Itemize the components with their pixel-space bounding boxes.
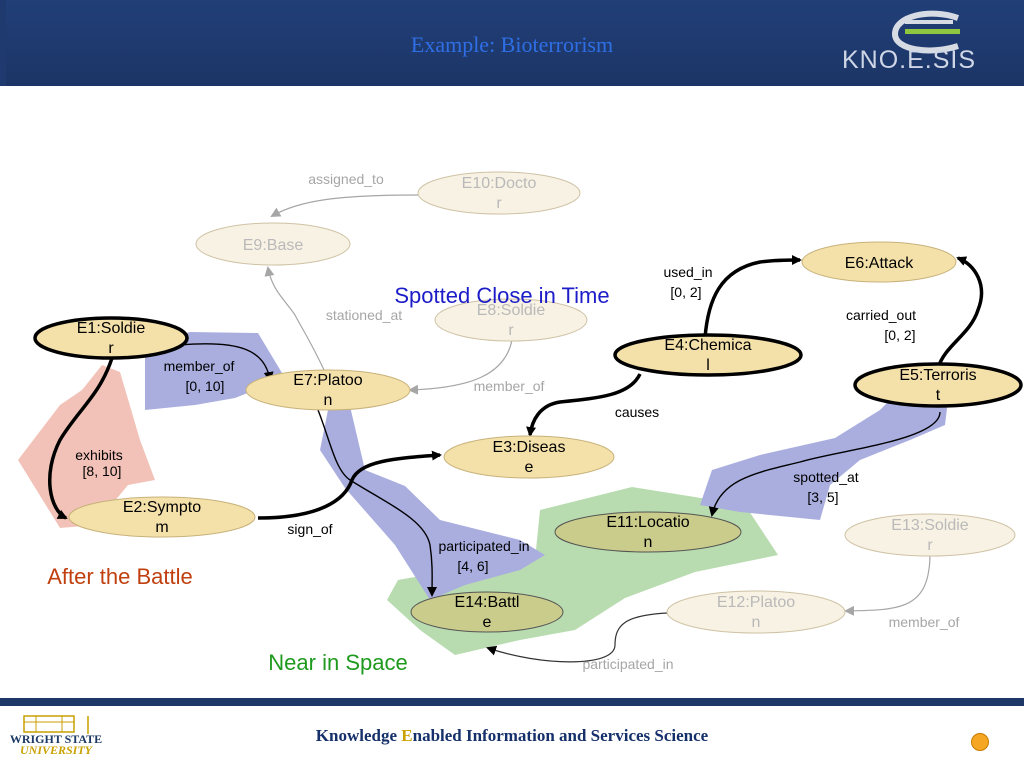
edge-label-exhibits-1: exhibits <box>75 447 122 463</box>
edge-label-stationed-at: stationed_at <box>326 307 402 323</box>
node-e3[interactable]: E3:Diseas e <box>443 435 615 479</box>
edge-member-of-e13 <box>844 552 931 616</box>
node-e14-label-1: E14:Battl <box>455 594 520 611</box>
node-e9[interactable]: E9:Base <box>195 222 351 266</box>
edge-label-used-in-1: used_in <box>663 264 712 280</box>
footer-bar <box>0 698 1024 706</box>
node-e1-label-2: r <box>108 340 114 357</box>
edge-label-sign-of: sign_of <box>287 521 332 537</box>
edge-label-carried-out-1: carried_out <box>846 307 916 323</box>
node-e9-label: E9:Base <box>243 237 304 254</box>
node-e10-label-2: r <box>496 195 502 212</box>
node-e12[interactable]: E12:Platoo n <box>666 590 846 634</box>
node-e5-label-2: t <box>936 387 941 404</box>
edge-label-participated-in-1: participated_in <box>438 538 529 554</box>
node-e14-label-2: e <box>483 614 492 631</box>
node-e12-label-1: E12:Platoo <box>717 594 795 611</box>
node-e10-label-1: E10:Docto <box>462 175 537 192</box>
node-e4-label-1: E4:Chemica <box>664 337 751 354</box>
edge-causes <box>526 373 642 437</box>
edge-label-carried-out-2: [0, 2] <box>884 327 915 343</box>
wright-state-logo: WRIGHT STATE UNIVERSITY <box>6 732 106 757</box>
node-e6-label: E6:Attack <box>845 255 914 272</box>
edge-used-in <box>703 255 802 339</box>
edge-label-member-of-e1-2: [0, 10] <box>186 378 225 394</box>
slide-indicator-dot[interactable] <box>971 733 989 751</box>
edge-label-spotted-at-2: [3, 5] <box>807 489 838 505</box>
node-e3-label-1: E3:Diseas <box>493 439 566 456</box>
edge-participated-in <box>317 409 438 597</box>
slide-title: Example: Bioterrorism <box>410 32 614 57</box>
node-e5[interactable]: E5:Terroris t <box>853 362 1023 408</box>
edge-label-member-of-e8: member_of <box>474 378 545 394</box>
region-label-space: Near in Space <box>268 650 407 675</box>
edge-label-spotted-at-1: spotted_at <box>793 469 858 485</box>
edge-member-of-e8 <box>408 339 513 395</box>
footer-tagline-post: nabled Information and Services Science <box>412 726 709 745</box>
footer-tagline-pre: Knowledge <box>315 726 402 745</box>
edge-exhibits <box>47 357 114 520</box>
edge-label-participated-in-2: [4, 6] <box>457 558 488 574</box>
node-e4[interactable]: E4:Chemica l <box>613 333 803 377</box>
edge-label-member-of-e1-1: member_of <box>164 358 235 374</box>
node-e2-label-1: E2:Sympto <box>123 499 201 516</box>
region-label-battle: After the Battle <box>47 564 193 589</box>
edge-label-participated-in-e12: participated_in <box>582 656 673 672</box>
region-label-time: Spotted Close in Time <box>394 283 609 308</box>
edge-assigned-to <box>270 194 419 217</box>
kno-e-sis-logo-text: KNO.E.SIS <box>842 46 977 74</box>
edge-spotted-at <box>708 411 941 517</box>
edge-label-causes: causes <box>615 404 659 420</box>
edge-label-exhibits-2: [8, 10] <box>83 463 122 479</box>
edge-participated-in-e12 <box>486 612 669 663</box>
edge-stationed-at <box>264 266 326 373</box>
node-e14[interactable]: E14:Battl e <box>410 591 564 633</box>
node-e10[interactable]: E10:Docto r <box>417 171 581 215</box>
node-e11[interactable]: E11:Locatio n <box>554 511 742 553</box>
node-e2[interactable]: E2:Sympto m <box>68 496 256 538</box>
edge-sign-of <box>257 450 442 520</box>
edge-carried-out <box>936 256 984 369</box>
node-e2-label-2: m <box>155 519 168 536</box>
edge-label-assigned-to: assigned_to <box>308 171 384 187</box>
node-e3-label-2: e <box>525 459 534 476</box>
kno-e-sis-logo-icon <box>891 10 960 54</box>
edge-label-used-in-2: [0, 2] <box>670 284 701 300</box>
wright-state-line2: UNIVERSITY <box>19 743 93 757</box>
node-e7-label-2: n <box>324 392 333 409</box>
node-e11-label-2: n <box>644 534 653 551</box>
node-e5-label-1: E5:Terroris <box>899 367 976 384</box>
node-e4-label-2: l <box>706 357 710 374</box>
node-e1[interactable]: E1:Soldie r <box>33 316 189 360</box>
wright-state-logo-icon <box>23 715 89 734</box>
region-time-shape-right <box>700 380 948 520</box>
footer-tagline: Knowledge Enabled Information and Servic… <box>0 726 1024 746</box>
footer-tagline-accent: E <box>401 726 413 745</box>
node-e1-label-1: E1:Soldie <box>77 320 146 337</box>
node-e8-label-1: E8:Soldie <box>477 302 546 319</box>
node-e13-label-1: E13:Soldie <box>891 517 968 534</box>
region-battle-shape <box>18 365 155 528</box>
node-e8-label-2: r <box>508 322 514 339</box>
region-time-shape-battle <box>320 385 545 600</box>
header-inner <box>6 0 1024 86</box>
node-e13-label-2: r <box>927 537 933 554</box>
node-e13[interactable]: E13:Soldie r <box>844 513 1016 557</box>
node-e6[interactable]: E6:Attack <box>801 241 957 283</box>
node-e12-label-2: n <box>752 614 761 631</box>
node-e7-label-1: E7:Platoo <box>293 372 362 389</box>
node-e8[interactable]: E8:Soldie r <box>434 298 588 342</box>
wright-state-line1: WRIGHT STATE <box>9 732 103 746</box>
edge-label-member-of-e13: member_of <box>889 614 960 630</box>
node-e11-label-1: E11:Locatio <box>606 514 689 531</box>
node-e7[interactable]: E7:Platoo n <box>245 369 411 411</box>
edge-member-of-e1 <box>179 343 274 382</box>
header-bar <box>0 0 1024 86</box>
